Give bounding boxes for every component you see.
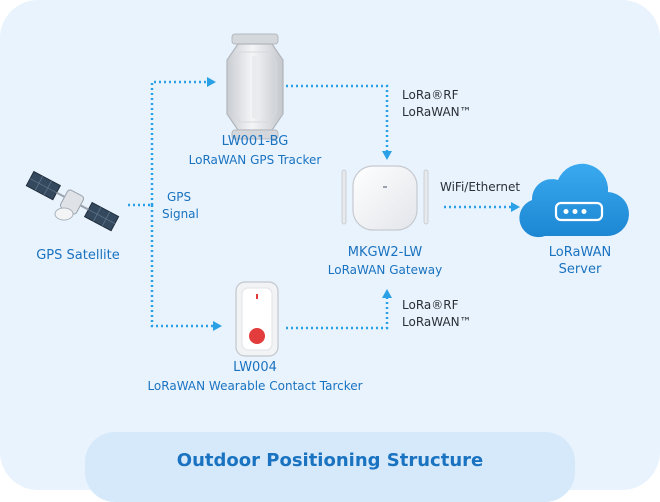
arrowhead-to-server <box>511 202 520 212</box>
connector-lines <box>128 80 512 330</box>
arrowheads <box>207 77 520 331</box>
wearable-description: LoRaWAN Wearable Contact Tarcker <box>147 379 363 393</box>
tracker-description: LoRaWAN GPS Tracker <box>188 153 322 167</box>
arrowhead-to-tracker <box>207 77 216 87</box>
arrowhead-wearable-to-gateway <box>382 289 392 298</box>
wifi-ethernet-label: WiFi/Ethernet <box>440 180 521 194</box>
gps-signal-label-line1: GPS <box>167 190 192 204</box>
lora-bottom-label-line2: LoRaWAN™ <box>402 315 472 329</box>
server-name-line2: Server <box>558 262 602 277</box>
connector-wearable-to-gateway <box>286 297 389 330</box>
connector-satellite-to-wearable <box>150 205 214 328</box>
satellite-label: GPS Satellite <box>36 248 120 263</box>
background-panel <box>0 0 660 490</box>
satellite-icon <box>25 170 120 232</box>
diagram-title: Outdoor Positioning Structure <box>176 450 484 471</box>
wearable-device-icon <box>235 281 279 357</box>
gps-signal-label-line2: Signal <box>162 207 199 221</box>
tracker-device-icon <box>226 33 284 140</box>
gateway-description: LoRaWAN Gateway <box>327 263 443 277</box>
tracker-name: LW001-BG <box>221 134 289 149</box>
server-cloud-icon <box>519 163 630 238</box>
diagram-graphics <box>25 33 630 357</box>
connector-satellite-to-tracker <box>150 80 208 205</box>
lora-top-label-line2: LoRaWAN™ <box>402 105 472 119</box>
gateway-device-icon <box>341 165 429 231</box>
arrowhead-to-wearable <box>213 321 222 331</box>
arrowhead-tracker-to-gateway <box>382 151 392 160</box>
lora-bottom-label-line1: LoRa®RF <box>402 298 459 312</box>
connector-tracker-to-gateway <box>286 84 389 152</box>
gateway-name: MKGW2-LW <box>347 245 423 260</box>
server-name-line1: LoRaWAN <box>548 245 612 260</box>
lora-top-label-line1: LoRa®RF <box>402 88 459 102</box>
wearable-name: LW004 <box>233 360 277 375</box>
